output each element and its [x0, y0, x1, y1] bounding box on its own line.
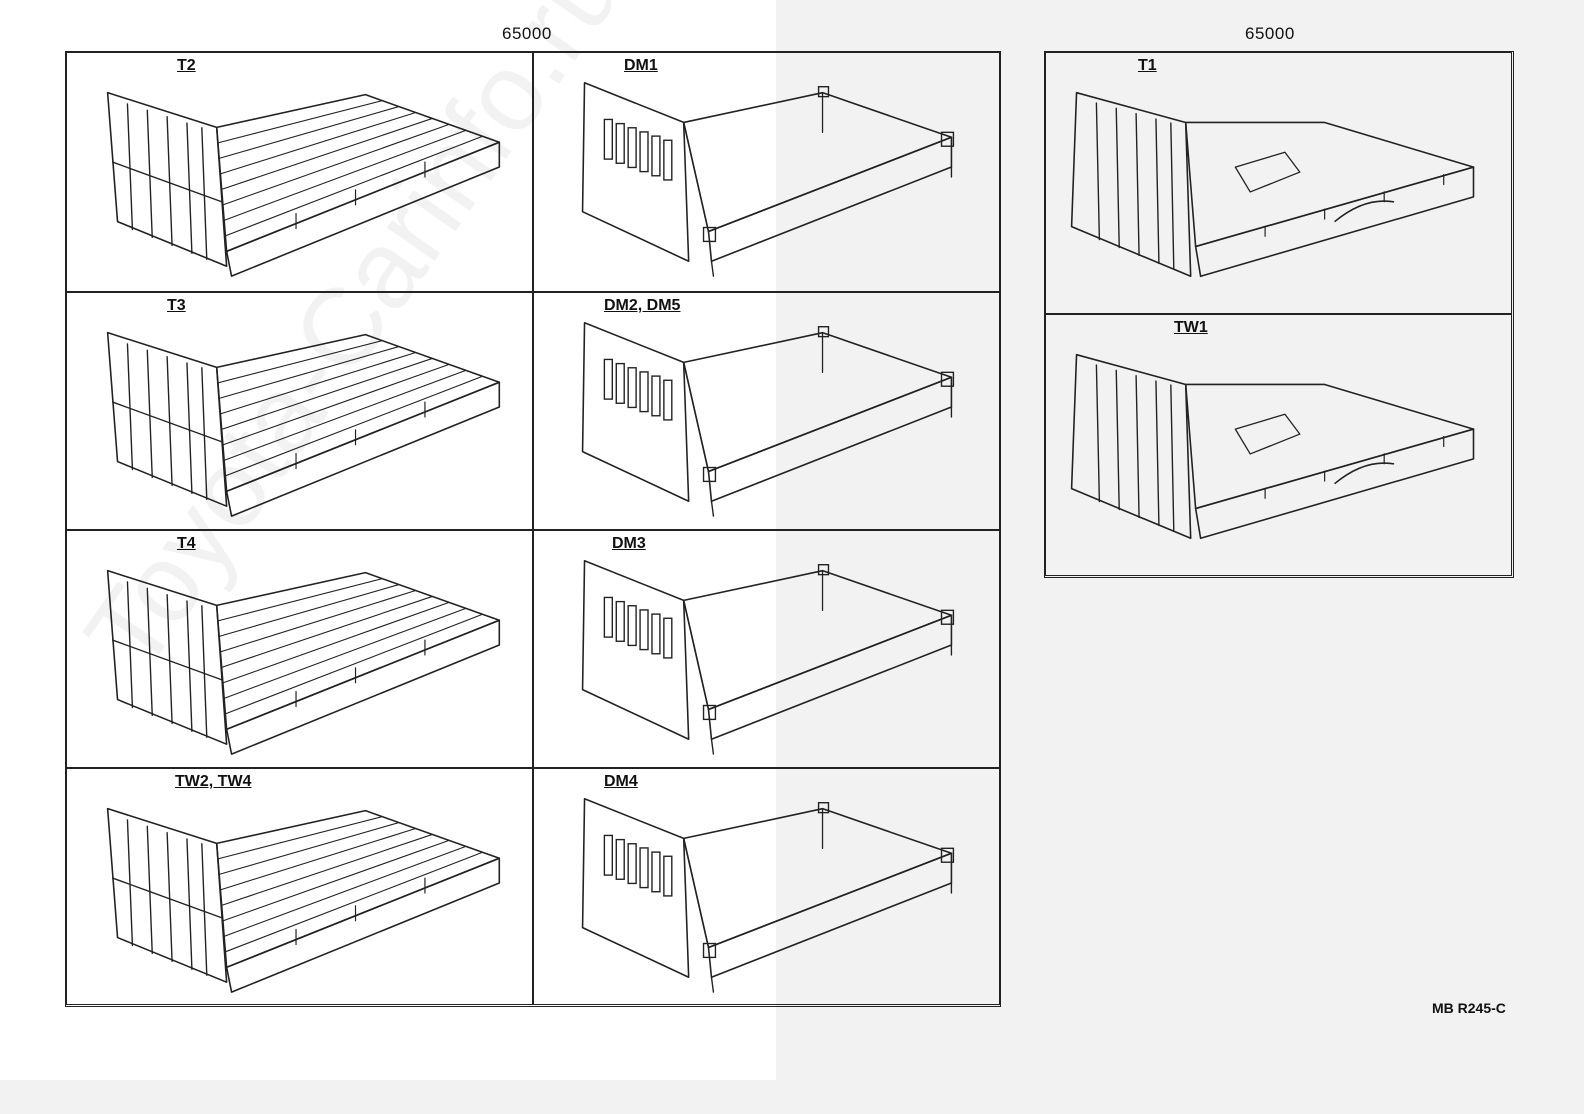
truck-bed-drawing-dm1 [581, 81, 955, 277]
background-right-shade [776, 0, 1584, 1080]
truck-bed-drawing-t3 [106, 331, 501, 517]
panel-code: T4 [177, 535, 196, 552]
right-panel-grid: T1 TW1 [1044, 51, 1514, 578]
panel-t4[interactable]: T4 [66, 530, 533, 768]
truck-bed-drawing-tw2-tw4 [106, 807, 501, 993]
panel-code: T2 [177, 57, 196, 74]
left-panel-grid: T2 DM1 T3 DM2, DM5 T4 DM3 TW2, TW4 DM4 [65, 51, 1001, 1007]
truck-bed-drawing-t2 [106, 91, 501, 277]
panel-t2[interactable]: T2 [66, 52, 533, 292]
reference-code: MB R245-C [1432, 1000, 1506, 1016]
panel-tw1[interactable]: TW1 [1045, 314, 1512, 576]
group-number-left: 65000 [502, 24, 552, 43]
group-number-right: 65000 [1245, 24, 1295, 43]
panel-code: T1 [1138, 57, 1157, 74]
panel-tw2-tw4[interactable]: TW2, TW4 [66, 768, 533, 1005]
panel-code: DM4 [604, 773, 638, 790]
panel-code: DM1 [624, 57, 658, 74]
truck-bed-drawing-tw1 [1070, 353, 1475, 540]
panel-dm1[interactable]: DM1 [533, 52, 1000, 292]
panel-code: T3 [167, 297, 186, 314]
panel-t3[interactable]: T3 [66, 292, 533, 530]
truck-bed-drawing-t1 [1070, 91, 1475, 278]
truck-bed-drawing-t4 [106, 569, 501, 755]
panel-dm3[interactable]: DM3 [533, 530, 1000, 768]
panel-code: TW1 [1174, 319, 1208, 336]
background-bottom-strip [0, 1080, 1584, 1114]
panel-t1[interactable]: T1 [1045, 52, 1512, 314]
panel-code: DM2, DM5 [604, 297, 681, 314]
truck-bed-drawing-dm3 [581, 559, 955, 755]
panel-dm4[interactable]: DM4 [533, 768, 1000, 1005]
panel-dm2-dm5[interactable]: DM2, DM5 [533, 292, 1000, 530]
truck-bed-drawing-dm2-dm5 [581, 321, 955, 517]
truck-bed-drawing-dm4 [581, 797, 955, 993]
panel-code: DM3 [612, 535, 646, 552]
panel-code: TW2, TW4 [175, 773, 252, 790]
